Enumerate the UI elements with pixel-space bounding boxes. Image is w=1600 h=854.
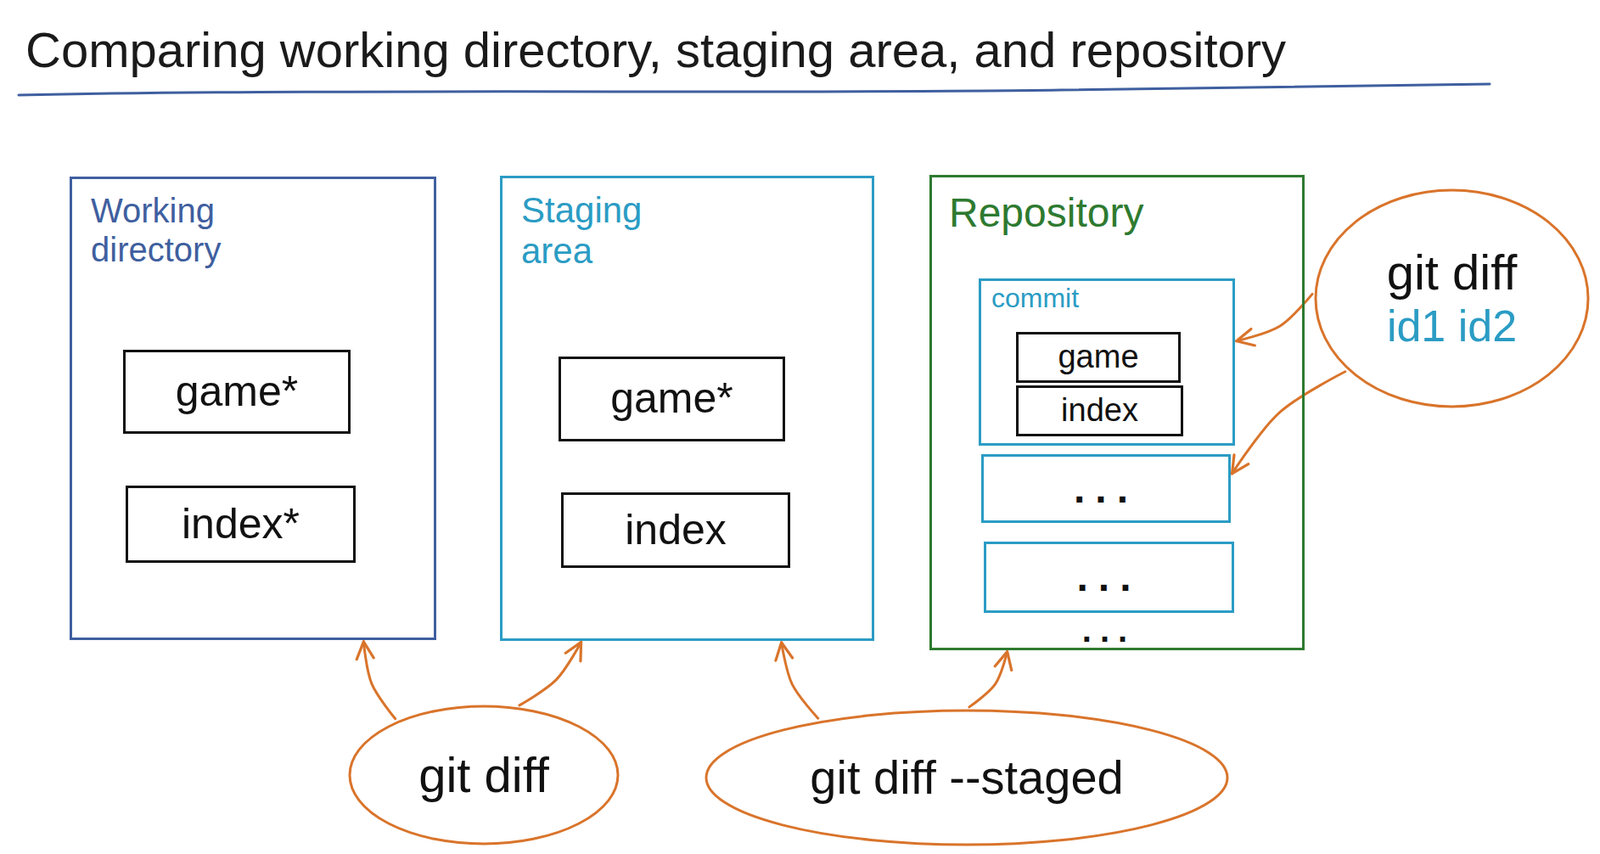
diff-arrow: [781, 642, 819, 719]
area-box: Staging area game* index: [499, 175, 875, 641]
command-bubble: git diffid1 id2: [1313, 188, 1590, 409]
node-title: index: [624, 505, 727, 556]
area-box: Working directory game* index*: [69, 176, 437, 640]
node-title: git diff --staged: [809, 750, 1123, 805]
node-title: index*: [181, 499, 300, 550]
commit-box: commit game index: [978, 278, 1236, 446]
title-underline: [18, 84, 1490, 96]
area-box: Repository commit game index......: [929, 174, 1305, 651]
diff-arrow: [969, 651, 1008, 708]
file-box: index: [561, 492, 791, 568]
diff-arrow: [519, 641, 582, 705]
file-box: index*: [125, 485, 356, 563]
commit-box: ...: [981, 454, 1231, 523]
edge-group: [363, 293, 1345, 719]
node-title: commit: [991, 282, 1223, 315]
bubble-text: git diff: [418, 746, 550, 804]
file-box: game: [1016, 331, 1181, 383]
command-bubble: git diff --staged: [704, 708, 1230, 847]
diagram-title: Comparing working directory, staging are…: [25, 22, 1286, 79]
node-title: Staging area: [521, 190, 691, 273]
node-subtitle: id1 id2: [1386, 301, 1517, 353]
bubble-ellipse: [349, 706, 618, 844]
diff-arrow: [1236, 293, 1313, 341]
diff-arrow: [1231, 371, 1345, 474]
node-title: Repository: [948, 189, 1286, 236]
file-box: game*: [558, 356, 786, 442]
bubble-text: git diff --staged: [809, 750, 1123, 805]
node-title: ...: [1076, 553, 1141, 601]
continuation-dots: ...: [1082, 614, 1136, 646]
file-box: index: [1016, 385, 1184, 437]
bubble-ellipse: [1315, 190, 1589, 407]
node-title: game*: [610, 374, 734, 424]
bubble-text: git diffid1 id2: [1386, 244, 1518, 352]
bubble-ellipse: [706, 710, 1228, 845]
diff-arrow: [363, 641, 395, 719]
commit-box: ...: [983, 541, 1235, 613]
node-title: ...: [1073, 465, 1139, 512]
node-title: index: [1061, 392, 1139, 430]
node-title: git diff: [418, 746, 550, 804]
command-bubble: git diff: [348, 704, 620, 846]
file-box: game*: [123, 349, 351, 434]
node-title: game*: [175, 367, 299, 417]
node-title: git diff: [1386, 244, 1518, 302]
node-title: Working directory: [90, 190, 278, 270]
node-title: game: [1057, 338, 1139, 377]
